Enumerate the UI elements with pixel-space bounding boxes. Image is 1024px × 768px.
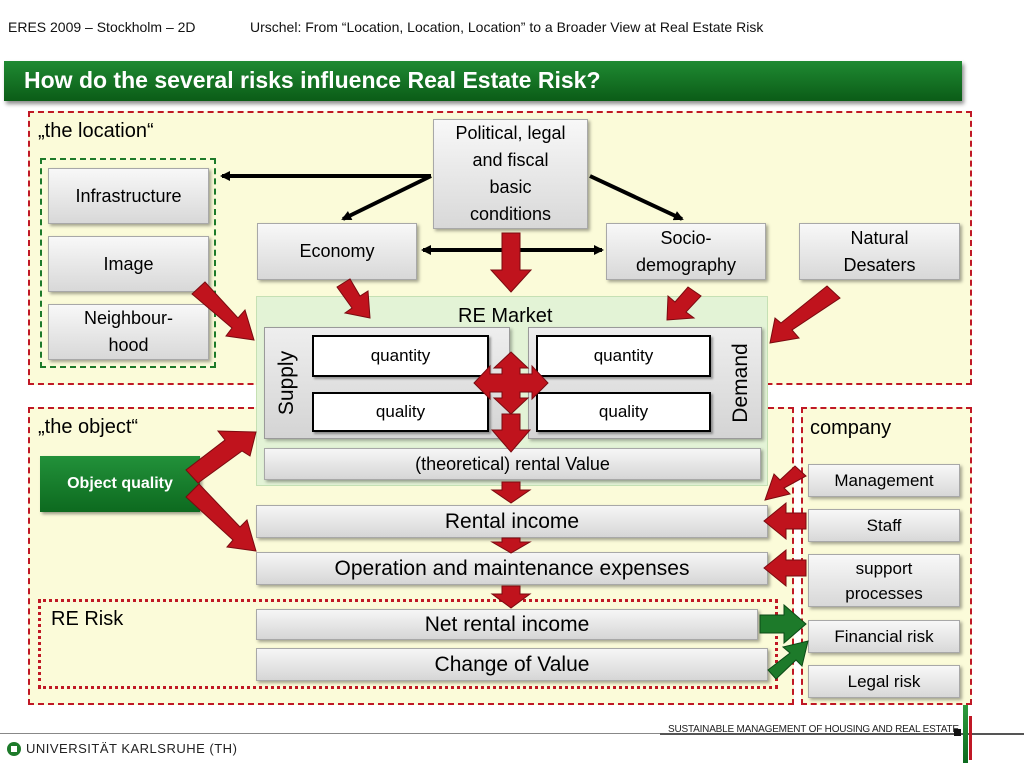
demand-quantity-box: quantity — [536, 335, 711, 377]
operation-maintenance-bar: Operation and maintenance expenses — [256, 552, 768, 585]
footer-line-right — [660, 733, 1024, 735]
supply-quantity-box: quantity — [312, 335, 489, 377]
footer-green-bar-icon — [963, 705, 968, 763]
arrow-political-to-economy — [341, 174, 432, 221]
net-rental-income-bar: Net rental income — [256, 609, 758, 640]
rental-income-bar: Rental income — [256, 505, 768, 538]
footer-tagline: SUSTAINABLE MANAGEMENT OF HOUSING AND RE… — [668, 724, 959, 735]
political-conditions-box: Political, legal and fiscal basic condit… — [433, 119, 588, 229]
arrow-income-to-operation — [490, 537, 532, 554]
location-factors-group — [40, 158, 216, 368]
university-logo-icon — [7, 742, 21, 756]
supply-demand-exchange-arrow — [473, 351, 549, 415]
arrow-change-to-financial-risk — [767, 640, 809, 680]
infrastructure-box: Infrastructure — [48, 168, 209, 224]
location-label: „the location“ — [38, 120, 154, 142]
company-label: company — [810, 417, 892, 439]
arrow-support-to-operation — [763, 548, 807, 588]
arrow-net-to-financial-risk — [759, 603, 807, 645]
title-bar: How do the several risks influence Real … — [4, 61, 962, 101]
legal-risk-box: Legal risk — [808, 665, 960, 698]
re-market-label: RE Market — [458, 305, 553, 327]
influence-lines — [220, 171, 684, 255]
socio-demography-box: Socio- demography — [606, 223, 766, 280]
arrow-economy-to-market — [336, 278, 371, 319]
staff-box: Staff — [808, 509, 960, 542]
natural-disasters-box: Natural Desaters — [799, 223, 960, 280]
arrow-political-to-market — [489, 232, 533, 293]
demand-quality-box: quality — [536, 392, 711, 432]
financial-risk-box: Financial risk — [808, 620, 960, 653]
slide-title: How do the several risks influence Real … — [24, 67, 601, 93]
footer-line-left — [0, 733, 660, 734]
header-conference: ERES 2009 – Stockholm – 2D — [8, 19, 196, 35]
arrow-political-to-socio — [589, 174, 684, 221]
neighbourhood-box: Neighbour- hood — [48, 304, 209, 360]
supply-quality-box: quality — [312, 392, 489, 432]
object-label: „the object“ — [38, 416, 139, 438]
arrow-rental-value-to-income — [490, 481, 532, 504]
arrow-natural-to-market — [769, 285, 841, 344]
support-processes-box: support processes — [808, 554, 960, 607]
arrow-staff-to-income — [763, 501, 807, 541]
economy-box: Economy — [257, 223, 417, 280]
arrow-market-to-rental-value — [490, 413, 532, 453]
object-quality-box: Object quality — [40, 456, 200, 512]
re-risk-region — [38, 599, 778, 689]
arrow-object-to-market — [185, 430, 257, 484]
arrow-operation-to-net — [490, 585, 532, 609]
footer-red-bar-icon — [969, 716, 972, 760]
arrow-management-to-rental — [764, 465, 807, 501]
university-name: UNIVERSITÄT KARLSRUHE (TH) — [26, 741, 238, 756]
arrow-socio-to-market — [666, 286, 702, 321]
management-box: Management — [808, 464, 960, 497]
arrow-object-to-expenses — [185, 483, 257, 552]
change-of-value-bar: Change of Value — [256, 648, 768, 681]
image-box: Image — [48, 236, 209, 292]
theoretical-rental-value-bar: (theoretical) rental Value — [264, 448, 761, 480]
footer-square-icon — [954, 729, 961, 736]
re-risk-label: RE Risk — [51, 608, 124, 630]
arrow-location-to-market — [191, 281, 255, 341]
header-talk-title: Urschel: From “Location, Location, Locat… — [250, 19, 764, 35]
